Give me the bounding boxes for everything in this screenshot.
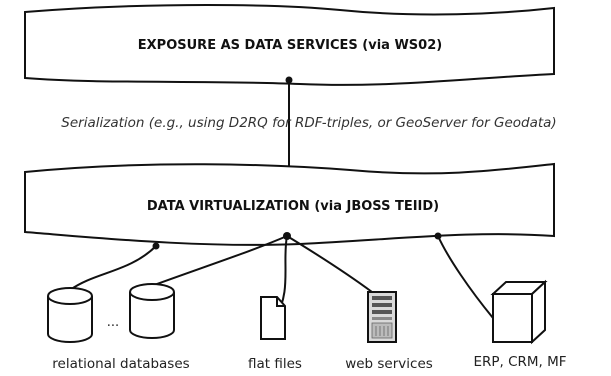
connector-erp-anchor bbox=[434, 232, 442, 240]
relational-databases-label: relational databases bbox=[52, 356, 189, 372]
database-cylinder-icon bbox=[129, 283, 175, 339]
database-ellipsis: ... bbox=[107, 315, 119, 330]
database-cylinder-icon bbox=[47, 287, 93, 343]
connector-erp bbox=[437, 235, 494, 319]
flat-files-label: flat files bbox=[248, 356, 302, 372]
connector-db1-anchor bbox=[152, 242, 160, 250]
serialization-caption: Serialization (e.g., using D2RQ for RDF-… bbox=[61, 115, 556, 131]
serialization-connector bbox=[285, 76, 293, 170]
erp-crm-mf-label: ERP, CRM, MF bbox=[473, 354, 566, 370]
connector-web-services bbox=[286, 235, 373, 293]
source-labels: relational databases flat files web serv… bbox=[52, 354, 566, 372]
exposure-banner bbox=[24, 4, 555, 86]
virtualization-banner bbox=[24, 162, 555, 246]
exposure-layer: EXPOSURE AS DATA SERVICES (via WS02) bbox=[24, 4, 555, 86]
serialization-anchor bbox=[285, 76, 293, 84]
server-tower-icon bbox=[367, 291, 397, 343]
connector-db1 bbox=[69, 245, 157, 291]
document-file-icon bbox=[260, 296, 286, 340]
connector-hub-anchor bbox=[283, 232, 291, 240]
virtualization-layer: DATA VIRTUALIZATION (via JBOSS TEIID) bbox=[24, 162, 555, 246]
cube-box-icon bbox=[490, 279, 548, 345]
web-services-label: web services bbox=[345, 356, 433, 372]
exposure-layer-title: EXPOSURE AS DATA SERVICES (via WS02) bbox=[138, 38, 442, 53]
virtualization-layer-title: DATA VIRTUALIZATION (via JBOSS TEIID) bbox=[147, 199, 439, 214]
